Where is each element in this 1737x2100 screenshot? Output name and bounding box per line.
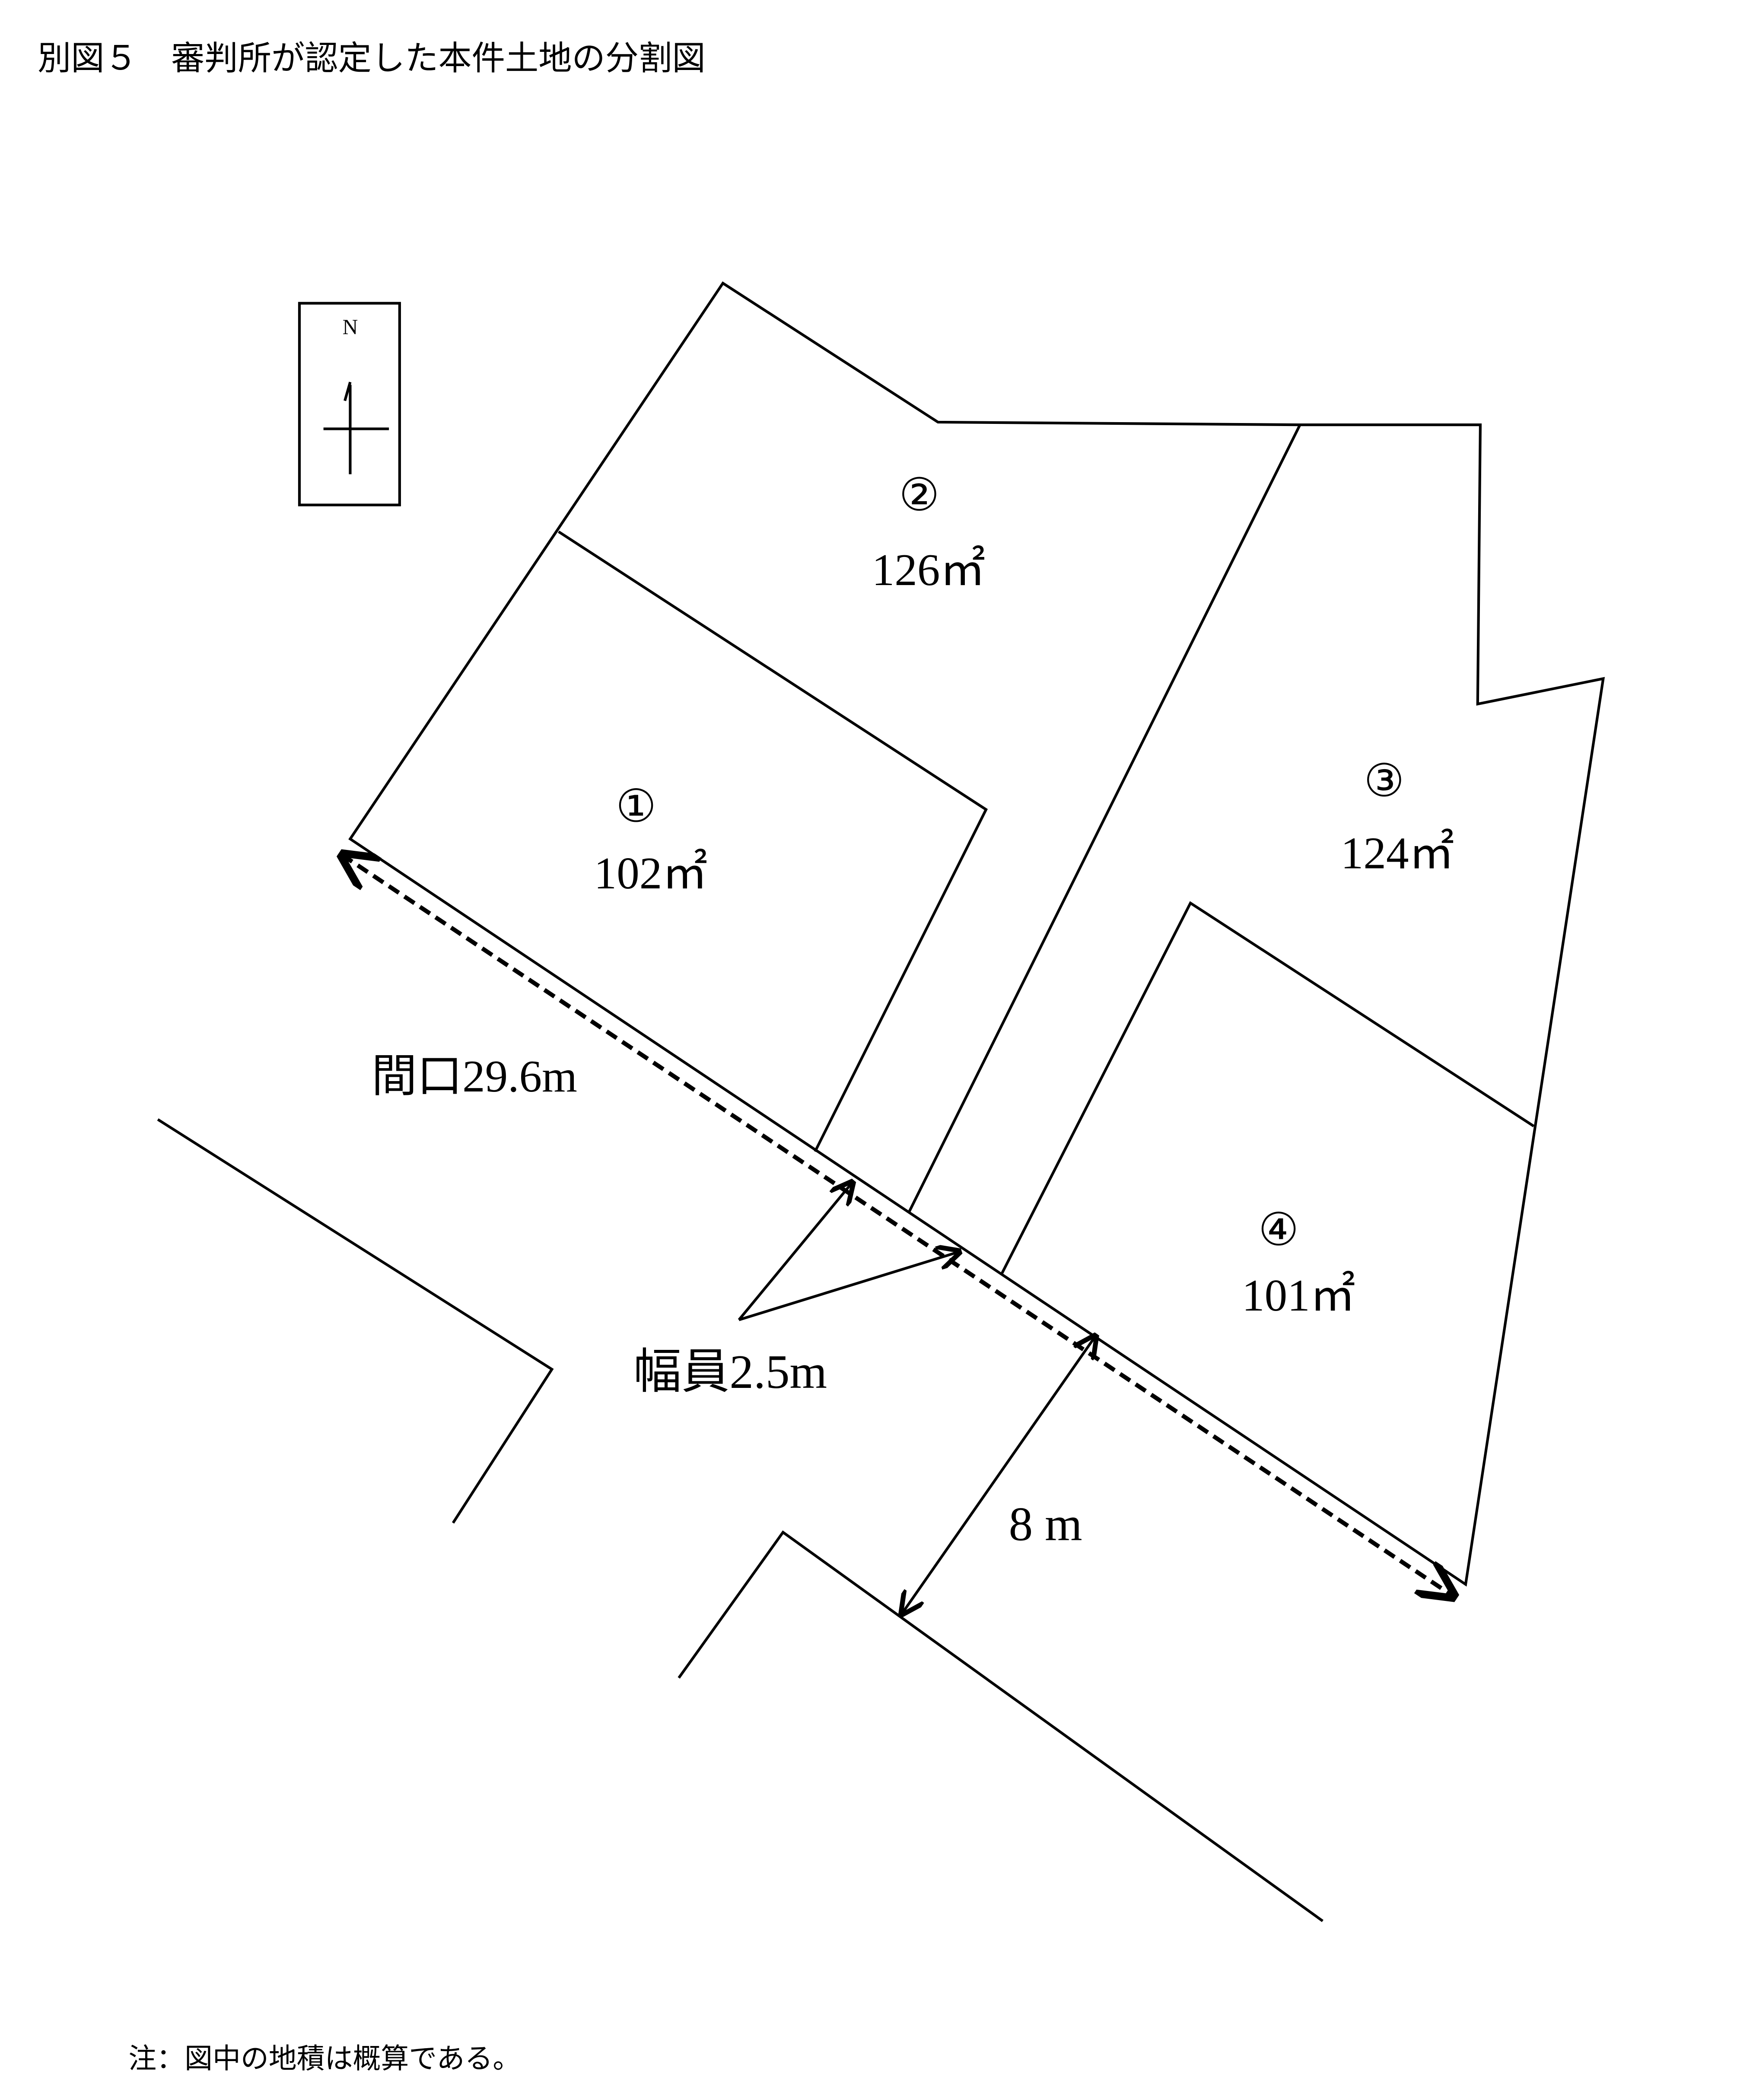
land-outline bbox=[348, 281, 1605, 1587]
road-edge-west bbox=[157, 1118, 554, 1524]
road-edge-south bbox=[678, 1530, 1323, 1922]
lot-2-number: ② bbox=[899, 470, 939, 520]
lot-1-boundary bbox=[558, 530, 988, 1152]
note: 注：図中の地積は概算である。 bbox=[128, 2043, 521, 2075]
lot-1-number: ① bbox=[616, 781, 656, 831]
passage-width-label: 幅員2.5m bbox=[633, 1346, 827, 1399]
figure-title: 別図５ 審判所が認定した本件土地の分割図 bbox=[38, 39, 706, 78]
lot-3-area: 124㎡ bbox=[1341, 828, 1454, 878]
lot-3-number: ③ bbox=[1364, 756, 1404, 806]
road-width-label: 8 m bbox=[1009, 1498, 1082, 1551]
north-label: N bbox=[343, 315, 358, 339]
frontage-dimension-line bbox=[342, 855, 1454, 1597]
north-arrow-icon: N bbox=[298, 302, 401, 506]
passage-width-arrow bbox=[738, 1252, 959, 1321]
lot-2-3-divider bbox=[907, 424, 1301, 1214]
frontage-label: 間口29.6m bbox=[372, 1051, 577, 1101]
lot-1-area: 102㎡ bbox=[594, 848, 708, 898]
road-width-arrow bbox=[902, 1336, 1095, 1614]
lot-4-number: ④ bbox=[1258, 1204, 1299, 1255]
passage-width-arrow bbox=[738, 1182, 853, 1321]
lot-2-area: 126㎡ bbox=[872, 544, 986, 595]
lot-4-area: 101㎡ bbox=[1242, 1270, 1355, 1320]
